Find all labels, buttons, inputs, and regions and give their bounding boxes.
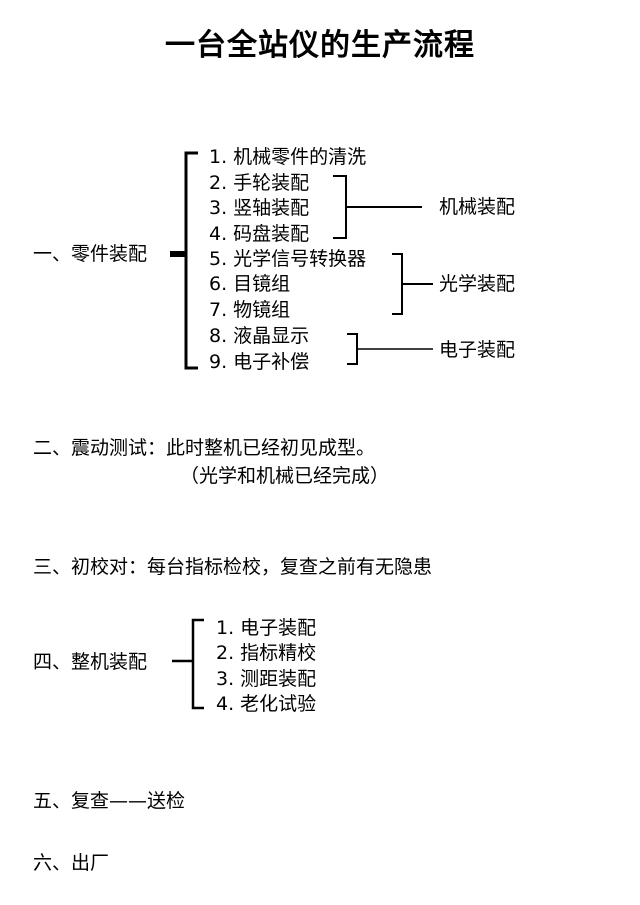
step4-item-4: 4. 老化试验 [216,693,317,715]
step1-item-5: 5. 光学信号转换器 [209,248,367,270]
page-title: 一台全站仪的生产流程 [165,28,475,63]
step5-label: 五、复查——送检 [33,790,186,812]
step1-item-9: 9. 电子补偿 [209,351,310,373]
group-optical: 光学装配 [439,273,516,295]
electronic-bracket [347,333,358,365]
step1-item-7: 7. 物镜组 [209,299,291,321]
step1-item-1: 1. 机械零件的清洗 [209,146,367,168]
step4-item-1: 1. 电子装配 [216,617,317,639]
step1-item-8: 8. 液晶显示 [209,325,310,347]
mechanical-bracket [333,175,347,239]
step1-item-3: 3. 竖轴装配 [209,197,310,219]
group-electronic: 电子装配 [439,339,516,361]
step1-item-2: 2. 手轮装配 [209,172,310,194]
step6-label: 六、出厂 [33,852,110,874]
step4-label: 四、整机装配 [33,651,148,673]
step4-item-3: 3. 测距装配 [216,668,317,690]
section1-bracket [184,151,198,370]
step3-label: 三、初校对：每台指标检校，复查之前有无隐患 [33,556,433,578]
optical-bracket [392,253,403,315]
step2-note: （光学和机械已经完成） [180,465,390,487]
step1-item-4: 4. 码盘装配 [209,223,310,245]
section4-bracket [191,618,204,710]
group-mechanical: 机械装配 [439,196,516,218]
step2-label: 二、震动测试：此时整机已经初见成型。 [33,437,376,459]
step1-label: 一、零件装配 [33,243,148,265]
step1-item-6: 6. 目镜组 [209,273,291,295]
step4-item-2: 2. 指标精校 [216,642,317,664]
